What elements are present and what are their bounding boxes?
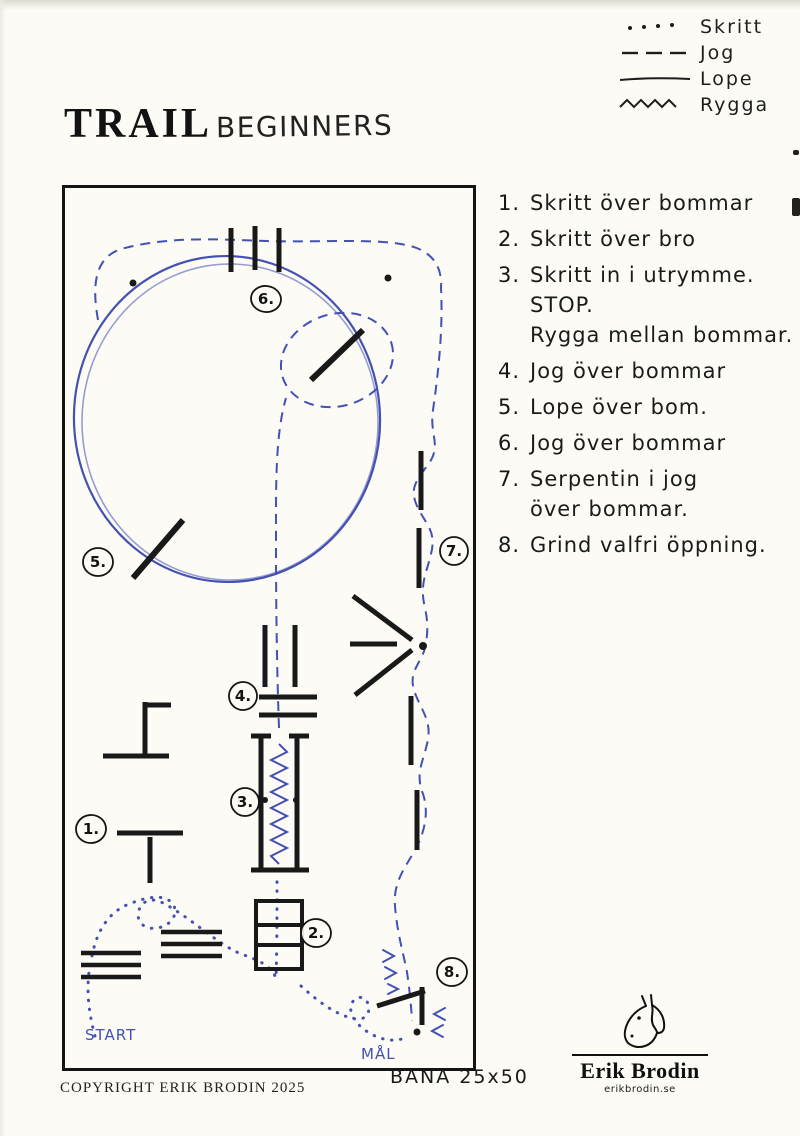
instruction-text: Skritt in i utrymme.STOP.Rygga mellan bo… bbox=[530, 263, 794, 347]
marker-label: 1. bbox=[83, 820, 99, 838]
jog-path bbox=[94, 238, 443, 1022]
obstacle-2-bridge bbox=[254, 899, 304, 971]
corner-poles bbox=[103, 702, 171, 759]
instruction-item-1: 1. Skritt över bommar bbox=[498, 188, 798, 218]
obstacle-8-gate bbox=[376, 987, 426, 1025]
obstacle-6-poles bbox=[228, 226, 282, 272]
instruction-number: 3. bbox=[498, 263, 521, 287]
marker-8: 8. bbox=[436, 957, 468, 987]
marker-4: 4. bbox=[228, 681, 258, 711]
marker-label: 7. bbox=[446, 542, 462, 560]
logo-name: Erik Brodin bbox=[572, 1054, 708, 1084]
logo-site: erikbrodin.se bbox=[604, 1084, 676, 1095]
instruction-number: 5. bbox=[498, 395, 521, 419]
funnel-poles bbox=[350, 593, 414, 697]
obstacle-7-serpentine-poles bbox=[408, 451, 424, 850]
dashed-line-icon bbox=[616, 44, 700, 63]
marker-label: 2. bbox=[308, 924, 324, 942]
marker-6: 6. bbox=[250, 285, 282, 313]
obstacle-4-poles bbox=[259, 625, 317, 718]
marker-label: 4. bbox=[235, 687, 251, 705]
direction-marks bbox=[382, 949, 446, 1038]
marker-7: 7. bbox=[439, 536, 469, 566]
scan-artifact bbox=[793, 150, 799, 155]
instruction-item-2: 2. Skritt över bro bbox=[498, 224, 798, 254]
obstacle-3-chute bbox=[251, 733, 309, 873]
marker-2: 2. bbox=[300, 918, 332, 948]
marker-label: 8. bbox=[444, 963, 460, 981]
instruction-text: Jog över bommar bbox=[530, 359, 727, 383]
instruction-text: Skritt över bro bbox=[530, 227, 696, 251]
marker-3: 3. bbox=[230, 787, 260, 817]
marker-5: 5. bbox=[82, 547, 114, 577]
instruction-number: 1. bbox=[498, 191, 521, 215]
goal-label: MÅL bbox=[361, 1044, 396, 1063]
zigzag-line-icon bbox=[616, 95, 700, 115]
instruction-text: Skritt över bommar bbox=[530, 191, 754, 215]
legend-row-jog: Jog bbox=[616, 40, 796, 66]
instruction-text: Jog över bommar bbox=[530, 431, 727, 455]
diagonal-pole-top bbox=[308, 327, 366, 383]
page-title: TRAIL bbox=[64, 101, 213, 147]
instruction-item-3: 3. Skritt in i utrymme.STOP.Rygga mellan… bbox=[498, 260, 798, 350]
skritt-path bbox=[86, 878, 409, 1042]
legend-label: Jog bbox=[700, 42, 736, 64]
marker-1: 1. bbox=[75, 814, 107, 844]
instruction-item-8: 8. Grind valfri öppning. bbox=[498, 530, 798, 560]
instruction-text: Grind valfri öppning. bbox=[530, 533, 767, 557]
course-arena: 1. 2. 3. 4. 5. bbox=[62, 185, 476, 1071]
instruction-number: 8. bbox=[498, 533, 521, 557]
instruction-number: 4. bbox=[498, 359, 521, 383]
instruction-item-6: 6. Jog över bommar bbox=[498, 428, 798, 458]
erik-brodin-logo: Erik Brodin erikbrodin.se bbox=[572, 992, 708, 1095]
solid-line-icon bbox=[616, 70, 700, 89]
marker-label: 3. bbox=[237, 793, 253, 811]
instruction-number: 7. bbox=[498, 467, 521, 491]
start-label: START bbox=[85, 1026, 136, 1044]
legend-label: Skritt bbox=[700, 16, 764, 38]
obstacle-5-pole bbox=[130, 518, 186, 580]
dotted-line-icon bbox=[616, 18, 700, 37]
page-subtitle: BEGINNERS bbox=[215, 108, 394, 145]
legend-label: Rygga bbox=[700, 94, 770, 116]
marker-label: 6. bbox=[258, 290, 274, 308]
legend-row-rygga: Rygga bbox=[616, 92, 796, 118]
instruction-item-5: 5. Lope över bom. bbox=[498, 392, 798, 422]
arena-size-note: BANA 25x50 bbox=[390, 1066, 529, 1088]
horse-head-icon bbox=[605, 994, 675, 1054]
scan-artifact bbox=[792, 198, 800, 216]
instruction-item-4: 4. Jog över bommar bbox=[498, 356, 798, 386]
instruction-number: 6. bbox=[498, 431, 521, 455]
lope-path bbox=[72, 254, 382, 584]
copyright-text: COPYRIGHT ERIK BRODIN 2025 bbox=[60, 1080, 306, 1096]
legend-label: Lope bbox=[700, 68, 754, 90]
rygga-path bbox=[268, 743, 290, 865]
obstacle-1-ground-poles bbox=[81, 929, 222, 980]
course-dots bbox=[129, 274, 427, 1036]
marker-label: 5. bbox=[90, 553, 106, 571]
instruction-text: Lope över bom. bbox=[530, 395, 708, 419]
gait-legend: Skritt Jog Lope Rygga bbox=[616, 14, 796, 118]
instruction-number: 2. bbox=[498, 227, 521, 251]
instruction-list: 1. Skritt över bommar 2. Skritt över bro… bbox=[498, 188, 798, 566]
legend-row-lope: Lope bbox=[616, 66, 796, 92]
legend-row-skritt: Skritt bbox=[616, 14, 796, 40]
obstacle-1-t-poles bbox=[117, 830, 183, 883]
